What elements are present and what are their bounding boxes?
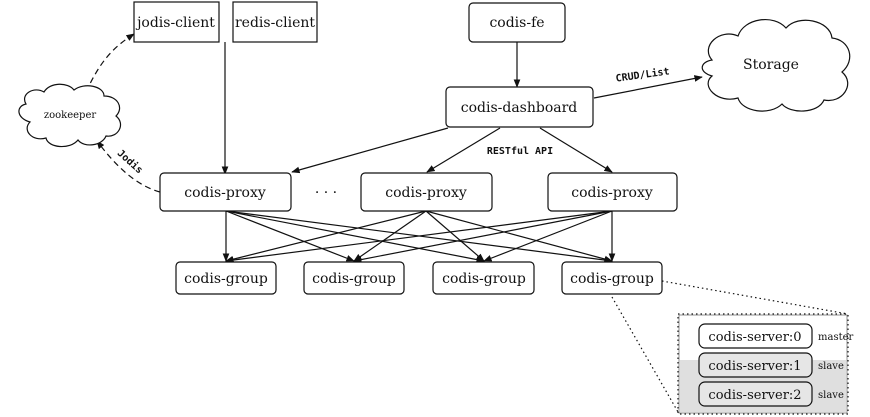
edge-proxy2-group1 (225, 210, 427, 263)
server-role-1: slave (818, 361, 844, 372)
edge-proxy2-group3 (425, 210, 485, 262)
edge-zookeeper-to-jodis-client (85, 33, 135, 93)
server-name-0: codis-server:0 (708, 330, 801, 345)
edge-dashboard-to-storage (593, 75, 703, 99)
edge-dashboard-to-proxy-3 (539, 127, 613, 173)
storage-label: Storage (743, 57, 799, 73)
server-role-0: master (818, 332, 854, 343)
zookeeper-cloud: zookeeper (18, 83, 121, 148)
storage-cloud: Storage (701, 19, 851, 112)
edge-proxy1-group2 (225, 210, 355, 262)
codis-proxy-label-3: codis-proxy (571, 185, 653, 201)
restful-api-label: RESTful API (487, 146, 553, 157)
edge-proxy1-group3 (225, 210, 485, 263)
codis-group-node-1: codis-group (175, 261, 277, 295)
edges (85, 33, 849, 413)
edge-proxy3-group1 (225, 210, 613, 264)
zookeeper-label: zookeeper (44, 110, 97, 121)
jodis-client-label: jodis-client (135, 15, 215, 31)
codis-fe-label: codis-fe (489, 15, 544, 31)
zoom-line-bottom (611, 296, 679, 413)
codis-proxy-node-3: codis-proxy (547, 172, 678, 212)
redis-client-node: redis-client (232, 1, 318, 43)
server-row-1: codis-server:1 slave (698, 352, 844, 378)
edge-dashboard-to-proxy-1 (291, 127, 449, 174)
codis-dashboard-node: codis-dashboard (445, 86, 594, 128)
codis-group-label-1: codis-group (184, 271, 268, 287)
codis-group-node-2: codis-group (303, 261, 405, 295)
crud-list-label: CRUD/List (615, 65, 670, 84)
codis-group-node-3: codis-group (432, 261, 535, 295)
server-row-2: codis-server:2 slave (698, 381, 844, 407)
codis-group-node-4: codis-group (561, 261, 663, 295)
zoom-line-top (661, 280, 849, 315)
edge-proxy2-group2 (353, 210, 427, 262)
codis-fe-node: codis-fe (468, 2, 566, 43)
codis-group-label-2: codis-group (312, 271, 396, 287)
jodis-client-node: jodis-client (133, 1, 220, 43)
edge-proxy3-group2 (353, 210, 613, 263)
server-name-2: codis-server:2 (708, 388, 801, 403)
edge-dashboard-to-proxy-2 (426, 127, 501, 173)
server-name-1: codis-server:1 (708, 359, 801, 374)
edge-proxy2-group4 (425, 210, 613, 263)
codis-proxy-node-2: codis-proxy (360, 172, 493, 212)
codis-proxy-node-1: codis-proxy (159, 172, 292, 212)
codis-proxy-label-1: codis-proxy (184, 185, 266, 201)
proxy-ellipsis: · · · (315, 185, 337, 201)
jodis-label: Jodis (115, 147, 145, 176)
edge-proxy3-group3 (483, 210, 613, 262)
redis-client-label: redis-client (235, 15, 315, 31)
codis-group-label-3: codis-group (442, 271, 526, 287)
edge-proxy-to-zookeeper (96, 140, 161, 193)
codis-proxy-label-2: codis-proxy (385, 185, 467, 201)
codis-dashboard-label: codis-dashboard (461, 100, 578, 116)
server-role-2: slave (818, 390, 844, 401)
server-row-0: codis-server:0 master (698, 323, 854, 349)
group-detail-panel: codis-server:0 master codis-server:1 sla… (677, 313, 854, 415)
codis-group-label-4: codis-group (570, 271, 654, 287)
